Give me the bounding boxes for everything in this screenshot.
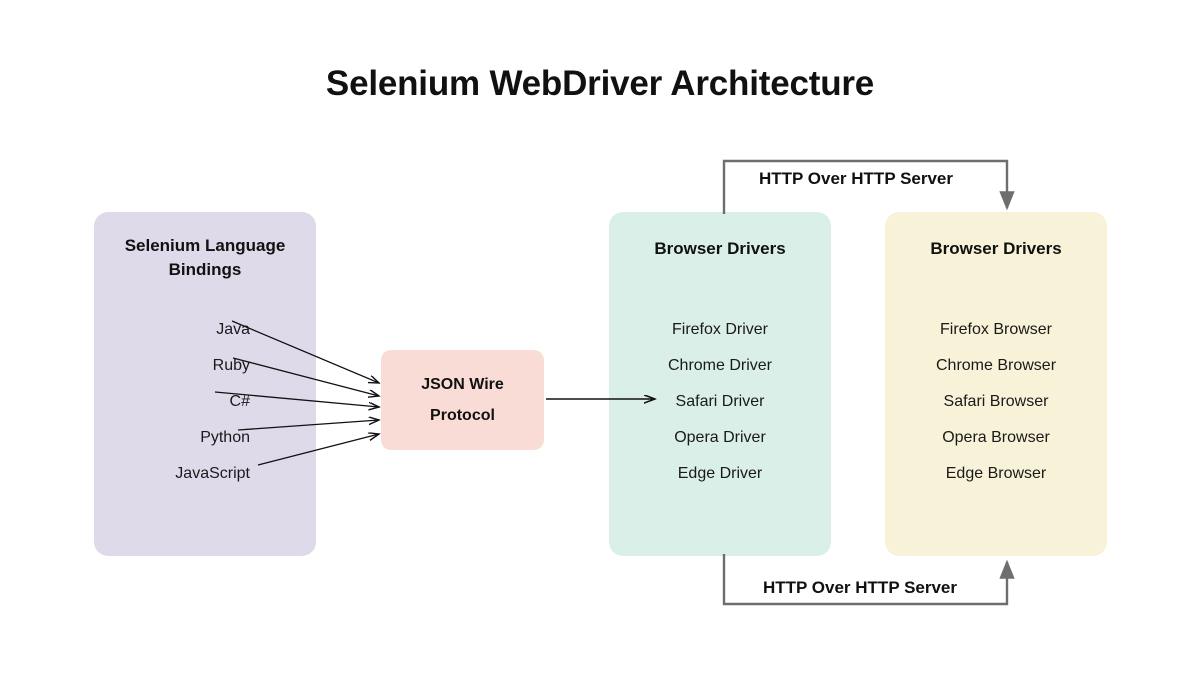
json-wire-line1: JSON Wire — [421, 376, 504, 393]
panel-title-browsers: Browser Drivers — [930, 239, 1062, 258]
panel-title-bindings: Selenium Language Bindings — [94, 234, 316, 282]
panel-title-drivers: Browser Drivers — [654, 239, 786, 258]
list-item-python: Python — [200, 429, 250, 446]
list-item-chrome-driver: Chrome Driver — [667, 357, 772, 374]
list-item-javascript: JavaScript — [175, 465, 250, 482]
panel-browser-drivers: Browser Drivers Firefox Driver Chrome Dr… — [609, 212, 831, 556]
list-item-firefox-driver: Firefox Driver — [671, 321, 768, 338]
list-item-opera-browser: Opera Browser — [942, 429, 1050, 446]
list-item-firefox-browser: Firefox Browser — [939, 321, 1053, 338]
json-wire-line2: Protocol — [430, 407, 495, 424]
list-item-edge-driver: Edge Driver — [677, 465, 763, 482]
list-item-edge-browser: Edge Browser — [945, 465, 1047, 482]
list-item-safari-browser: Safari Browser — [943, 393, 1049, 410]
bindings-list: Java Ruby C# Python JavaScript — [94, 312, 316, 492]
connector-label-top: HTTP Over HTTP Server — [759, 169, 954, 188]
list-item-opera-driver: Opera Driver — [674, 429, 766, 446]
panel-selenium-language-bindings: Selenium Language Bindings Java Ruby C# … — [94, 212, 316, 556]
connector-label-bottom: HTTP Over HTTP Server — [763, 578, 958, 597]
drivers-list: Firefox Driver Chrome Driver Safari Driv… — [609, 312, 831, 492]
list-item-chrome-browser: Chrome Browser — [935, 357, 1057, 374]
json-wire-protocol-box: JSON Wire Protocol — [381, 350, 544, 450]
panel-title-bindings-line1: Selenium Language — [124, 236, 286, 255]
json-wire-protocol-label: JSON Wire Protocol — [421, 369, 504, 431]
panel-title-bindings-line2: Bindings — [168, 260, 242, 279]
browsers-list: Firefox Browser Chrome Browser Safari Br… — [885, 312, 1107, 492]
panel-browsers: Browser Drivers Firefox Browser Chrome B… — [885, 212, 1107, 556]
list-item-safari-driver: Safari Driver — [675, 393, 765, 410]
list-item-csharp: C# — [229, 393, 250, 410]
list-item-ruby: Ruby — [212, 357, 250, 374]
page-title: Selenium WebDriver Architecture — [325, 64, 875, 103]
list-item-java: Java — [216, 321, 250, 338]
